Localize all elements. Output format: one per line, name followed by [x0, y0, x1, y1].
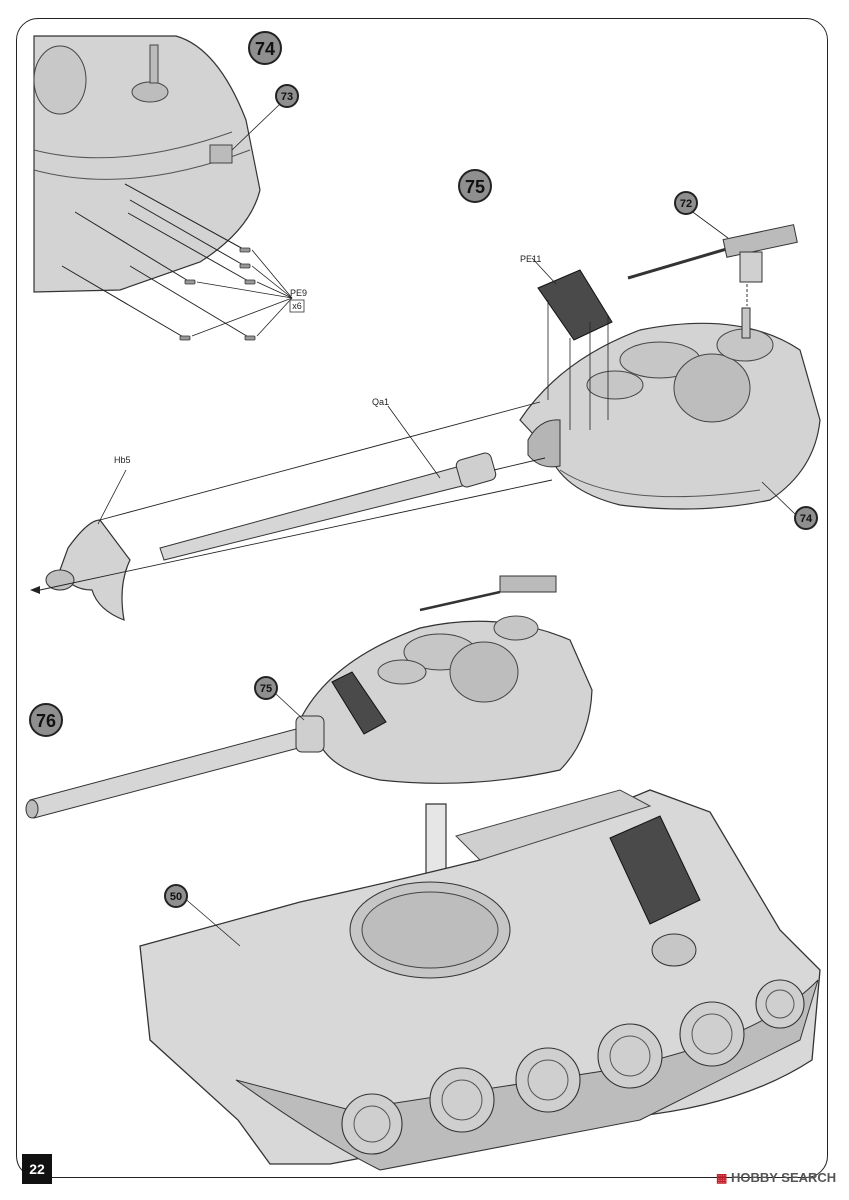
label-pe9: PE9: [290, 288, 307, 298]
step-76-badge: 76: [29, 703, 63, 737]
mantlet-part: [45, 469, 131, 621]
turret-gun-assembly: [30, 209, 821, 621]
svg-text:72: 72: [680, 198, 692, 210]
svg-text:50: 50: [170, 891, 182, 903]
callout-part-73: 73: [275, 84, 299, 108]
svg-text:76: 76: [36, 711, 56, 731]
machine-gun-part: [627, 209, 798, 339]
watermark: ▦ HOBBY SEARCH: [716, 1170, 836, 1185]
hull-turret-assembly: [25, 575, 821, 1171]
pe9-quantity-box: x6: [289, 299, 305, 313]
callout-part-74: 74: [761, 481, 818, 530]
turret-underside-assembly: [33, 35, 293, 341]
watermark-logo-icon: ▦: [716, 1171, 728, 1185]
callout-part-75: 75: [254, 676, 278, 700]
callout-part-50: 50: [164, 884, 188, 908]
callout-part-72: 72: [674, 191, 698, 215]
svg-text:74: 74: [255, 39, 275, 59]
page-number: 22: [22, 1154, 52, 1184]
svg-text:73: 73: [281, 91, 293, 103]
label-hb5: Hb5: [114, 455, 131, 465]
step-74-badge: 74: [248, 31, 282, 65]
gun-barrel-part: [159, 405, 497, 561]
svg-text:74: 74: [800, 513, 813, 525]
label-qa1: Qa1: [372, 397, 389, 407]
page-frame: [16, 18, 828, 1178]
watermark-text: HOBBY SEARCH: [730, 1170, 837, 1185]
svg-text:75: 75: [260, 683, 272, 695]
label-pe11: PE11: [520, 254, 541, 264]
svg-text:75: 75: [465, 177, 485, 197]
svg-text:x6: x6: [292, 301, 302, 311]
step-75-badge: 75: [458, 169, 492, 203]
